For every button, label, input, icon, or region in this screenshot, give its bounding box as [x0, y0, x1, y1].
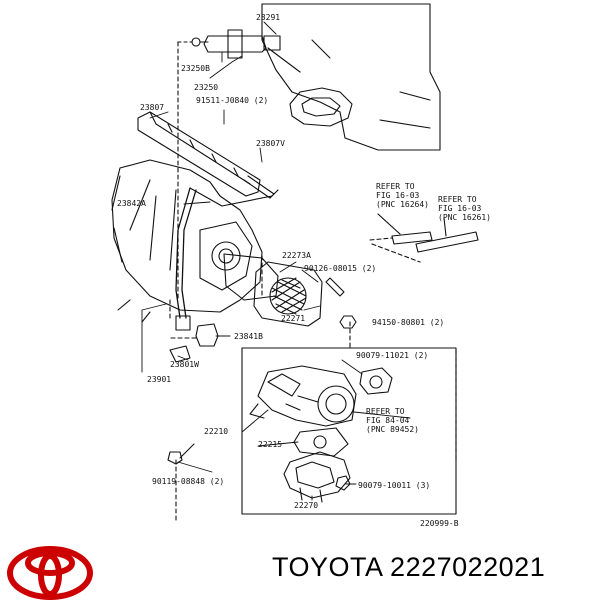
nut-94150 — [339, 315, 357, 329]
isc-valve-22270 — [283, 451, 351, 503]
throttle-box — [241, 347, 457, 515]
refer-label-1-line2: FIG 16-03 — [376, 191, 420, 200]
part-number: 2227022021 — [390, 552, 546, 582]
label-23841b: 23841B — [234, 332, 263, 341]
label-23801w: 23801W — [170, 360, 199, 369]
pipe-refs — [369, 213, 479, 263]
label-91511: 91511-J0840 (2) — [196, 96, 268, 105]
label-23291: 23291 — [256, 13, 280, 22]
label-23842a: 23842A — [117, 199, 146, 208]
throttle-body-22210 — [249, 365, 357, 427]
part-labels: 23291 23250B 23250 23807 91511-J0840 (2)… — [117, 13, 491, 528]
refer-label-3-line3: (PNC 89452) — [366, 425, 419, 434]
refer-label-3-line2: FIG 84-04 — [366, 416, 410, 425]
intake-housing — [111, 159, 263, 323]
label-23901: 23901 — [147, 375, 171, 384]
leader-lines — [141, 21, 411, 501]
refer-label-1-line3: (PNC 16264) — [376, 200, 429, 209]
label-23807v: 23807V — [256, 139, 285, 148]
fuel-rail — [137, 111, 275, 199]
label-90079-11021: 90079-11021 (2) — [356, 351, 428, 360]
label-90079-10011: 90079-10011 (3) — [358, 481, 430, 490]
label-23250b: 23250B — [181, 64, 210, 73]
label-22210: 22210 — [204, 427, 228, 436]
bolt-90126 — [325, 277, 345, 297]
engine-block-outline — [261, 3, 441, 151]
refer-label-2-line3: (PNC 16261) — [438, 213, 491, 222]
refer-label-3-line1: REFER TO — [366, 407, 405, 416]
label-94150: 94150-80801 (2) — [372, 318, 444, 327]
sensor-90079-11021 — [359, 367, 393, 395]
label-22215: 22215 — [258, 440, 282, 449]
label-23250: 23250 — [194, 83, 218, 92]
brand-caption: TOYOTA 2227022021 — [272, 552, 592, 592]
screw-90079-10011 — [335, 475, 351, 491]
screw-90119 — [167, 443, 195, 465]
label-22270: 22270 — [294, 501, 318, 510]
fuel-hose — [175, 187, 279, 331]
injector-assembly — [177, 29, 281, 301]
label-23807: 23807 — [140, 103, 164, 112]
gasket-plate-22271 — [253, 261, 323, 327]
brand-name: TOYOTA — [272, 552, 383, 582]
bracket-23841b — [169, 323, 219, 363]
diagram-code-label: 220999-B — [420, 519, 459, 528]
label-22273a: 22273A — [282, 251, 311, 260]
refer-label-1-line1: REFER TO — [376, 182, 415, 191]
label-90126: 90126-08015 (2) — [304, 264, 376, 273]
toyota-logo-icon — [6, 545, 94, 601]
refer-label-2-line2: FIG 16-03 — [438, 204, 482, 213]
label-90119: 90119-08848 (2) — [152, 477, 224, 486]
label-22271: 22271 — [281, 314, 305, 323]
refer-label-2-line1: REFER TO — [438, 195, 477, 204]
